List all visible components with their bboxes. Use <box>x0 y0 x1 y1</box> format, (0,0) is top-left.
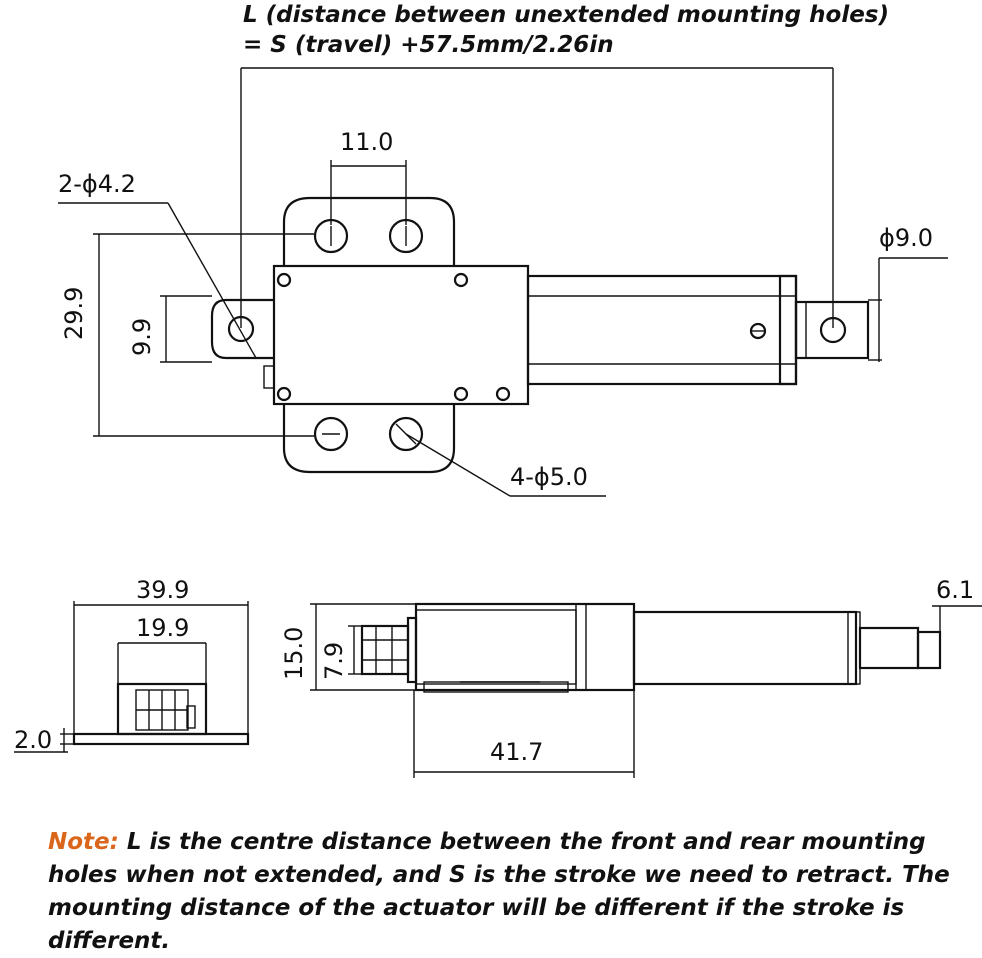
width-outer-label: 39.9 <box>136 576 189 604</box>
rear-holes-label: 2-ϕ4.2 <box>58 170 136 198</box>
side-rod-end <box>916 630 942 670</box>
bottom-hole-left <box>313 416 349 452</box>
note-label: Note: <box>48 829 119 855</box>
rod-end-hole <box>819 316 847 344</box>
body-side-tab <box>263 365 275 389</box>
note-text: L is the centre distance between the fro… <box>48 829 950 954</box>
top-flange <box>282 196 456 266</box>
bottom-flange <box>282 404 456 474</box>
top-hole-right <box>388 218 424 254</box>
overall-height-label: 29.9 <box>60 287 88 340</box>
side-rear-collar <box>406 616 418 684</box>
rear-clevis-label: 9.9 <box>128 318 156 356</box>
gearbox-body <box>272 264 530 406</box>
base-thickness-label: 2.0 <box>14 726 52 754</box>
end-body <box>116 682 208 736</box>
header-line-1: L (distance between unextended mounting … <box>243 2 889 28</box>
side-body-panel <box>415 609 577 685</box>
note-paragraph: Note: L is the centre distance between t… <box>48 826 968 958</box>
side-rear-shaft <box>360 624 410 676</box>
tube-end-cap <box>778 274 798 386</box>
front-holes-leader <box>405 433 511 497</box>
side-tube-cap <box>847 611 861 685</box>
top-view: 11.0 <box>58 67 948 497</box>
side-body <box>414 602 636 692</box>
hole-spacing-label: 11.0 <box>340 128 393 156</box>
end-base-plate <box>72 732 250 746</box>
end-connector-tab <box>186 705 196 729</box>
screw-top-right <box>453 272 469 288</box>
header-line-2: = S (travel) +57.5mm/2.26in <box>243 32 614 58</box>
side-rod <box>858 626 920 670</box>
rod-end <box>794 300 870 360</box>
end-view: 39.9 19.9 2.0 <box>14 576 250 754</box>
bottom-hole-right <box>388 416 424 452</box>
screw-bottom-mid <box>453 386 469 402</box>
rear-clevis <box>210 298 274 360</box>
screw-bottom-left <box>276 386 292 402</box>
side-height-label: 15.0 <box>280 627 308 680</box>
width-inner-label: 19.9 <box>136 614 189 642</box>
side-tube <box>632 610 858 686</box>
top-hole-left <box>313 218 349 254</box>
rear-holes-leader <box>167 202 257 359</box>
outer-tube <box>526 274 798 386</box>
front-holes-label: 4-ϕ5.0 <box>510 463 588 491</box>
rod-tip-label: 6.1 <box>936 576 974 604</box>
rear-clevis-hole <box>227 315 255 343</box>
screw-bottom-right <box>495 386 511 402</box>
body-length-label: 41.7 <box>490 738 543 766</box>
screw-top-left <box>276 272 292 288</box>
rod-end-dia-label: ϕ9.0 <box>879 224 933 252</box>
side-view: 15.0 7.9 6.1 41. <box>280 576 982 778</box>
shaft-height-label: 7.9 <box>320 642 348 680</box>
